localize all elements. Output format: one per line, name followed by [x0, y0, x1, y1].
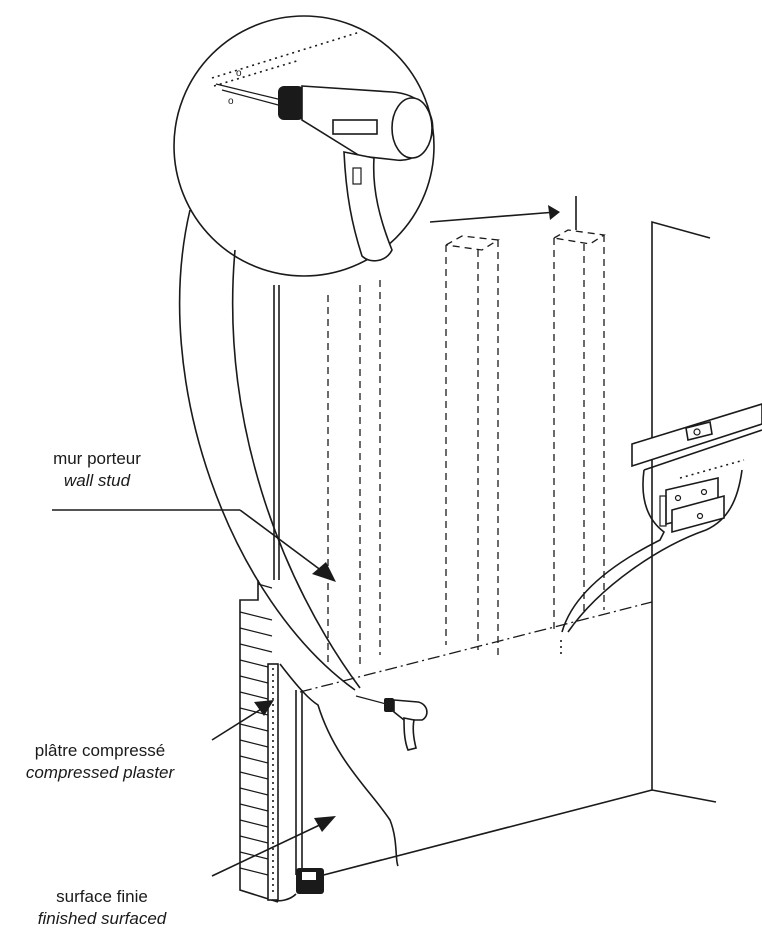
wall-outline — [273, 220, 717, 879]
label-wall-stud-en: wall stud — [63, 471, 131, 490]
label-wall-stud: mur porteur wall stud — [12, 448, 182, 492]
label-plaster-fr: plâtre compressé — [34, 741, 166, 760]
small-drill-icon — [355, 695, 428, 751]
label-arrow-wall-stud — [52, 509, 336, 582]
label-surface-fr: surface finie — [56, 887, 148, 906]
label-surface-en: finished surfaced — [37, 909, 167, 928]
svg-text:o: o — [228, 96, 234, 107]
level-line — [299, 601, 653, 693]
bracket-detail-callout — [561, 429, 762, 633]
finished-surface-sheet — [279, 663, 399, 875]
label-arrow-surface — [211, 816, 336, 877]
label-compressed-plaster: plâtre compressé compressed plaster — [0, 740, 200, 784]
label-plaster-en: compressed plaster — [25, 763, 175, 782]
level-icon — [631, 403, 762, 468]
label-finished-surface: surface finie finished surfaced — [12, 886, 192, 930]
label-arrow-plaster — [211, 700, 274, 741]
label-wall-stud-fr: mur porteur — [53, 449, 141, 468]
svg-text:o: o — [236, 68, 242, 79]
mounting-bracket-icon — [659, 476, 725, 534]
wall-section-hatching — [239, 580, 279, 903]
plaster-board — [267, 663, 279, 901]
tool-box — [271, 868, 324, 902]
wall-studs — [327, 229, 606, 665]
arrow-icon — [429, 196, 577, 230]
drill-icon — [215, 83, 434, 262]
